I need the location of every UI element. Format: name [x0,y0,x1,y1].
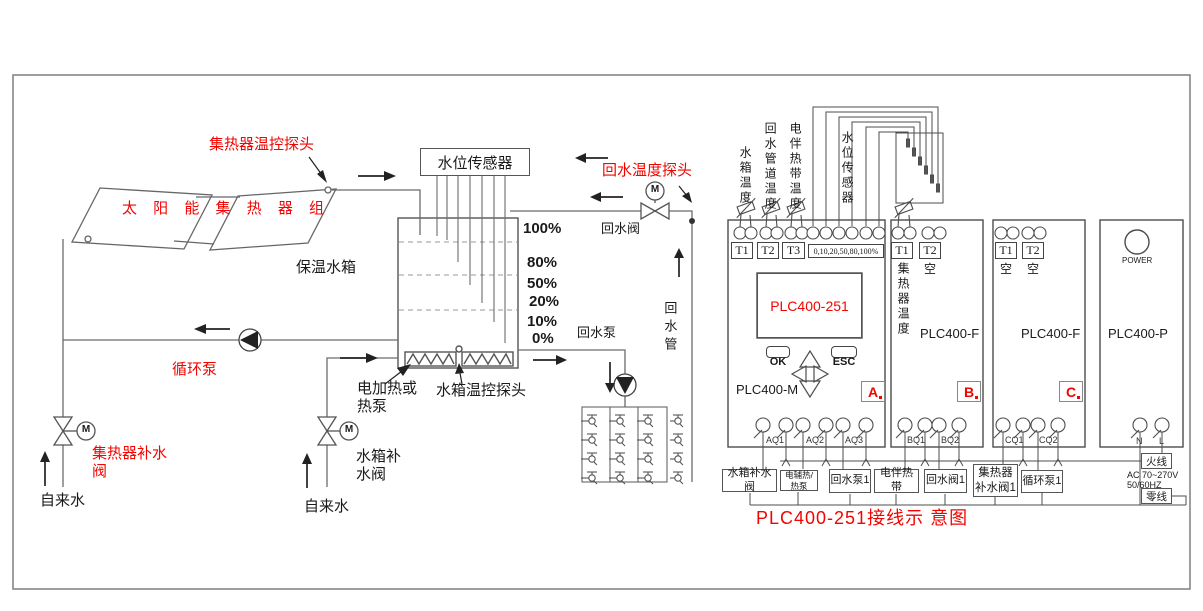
level-0: 0% [532,330,554,347]
power-label: POWER [1122,256,1153,265]
diagram-title: PLC400-251接线示 意图 [756,508,969,528]
return-pump-label: 回水泵 [577,325,617,340]
terminal-t1-b: T1 [891,242,913,259]
level-probe-wires [812,106,944,226]
b-t2-label: 空 [924,262,937,276]
esc-button [831,346,857,358]
terminal-aq3-label: AQ3 [845,435,864,445]
badge-c: C [1059,381,1083,402]
model-label-c: PLC400-F [1021,326,1081,341]
terminal-t2-a: T2 [757,242,779,259]
input-terminals [733,226,1047,240]
output-circ-pump: 循环泵1 [1021,470,1063,493]
motor-valves [52,181,670,446]
motor-icon: M [344,424,354,435]
solar-collector-shape [70,186,338,251]
terminal-aq1-label: AQ1 [766,435,785,445]
circulation-pump-label: 循环泵 [172,361,218,378]
pipes [62,189,695,487]
model-label-b: PLC400-F [920,326,980,341]
output-return-valve: 回水阀1 [924,469,967,493]
terminal-aq2-label: AQ2 [806,435,825,445]
terminal-t2-b: T2 [919,242,941,259]
terminal-l-label: L [1159,436,1165,446]
pump-symbols [238,328,637,397]
live-wire-box: 火线 [1141,453,1172,469]
output-heat-trace: 电伴热带 [874,467,919,493]
tank-probe-label: 水箱温控探头 [436,382,527,399]
return-probe-label: 回水温度探头 [602,162,693,179]
collector-probe-label: 集热器温控探头 [209,136,315,153]
pointer-arrows [308,156,692,385]
level-50: 50% [527,275,558,292]
terminal-cq1-label: CQ1 [1005,435,1024,445]
level-20: 20% [529,293,560,310]
terminal-t2-c: T2 [1022,242,1044,259]
level-100: 100% [523,220,562,237]
model-label-a: PLC400-M [736,382,799,397]
output-collector-fill-valve: 集热器补水阀1 [973,464,1018,497]
output-tank-fill-valve: 水箱补水阀 [722,467,777,493]
motor-icon: M [81,424,91,435]
output-return-pump: 回水泵1 [829,469,871,493]
badge-a: A [861,381,885,402]
ok-label: OK [769,356,787,368]
terminal-bq1-label: BQ1 [907,435,926,445]
ac-rating-line2: 50/60HZ [1127,480,1162,490]
ac-rating-line1: AC 70~270V [1127,470,1179,480]
diagram-frame [12,74,1191,590]
esc-label: ESC [832,356,856,368]
return-valve-label: 回水阀 [601,221,641,236]
terminal-n-label: N [1136,436,1143,446]
level-10: 10% [527,313,558,330]
neutral-wire-box: 零线 [1141,488,1172,504]
level-80: 80% [527,254,558,271]
level-sensor-wires [436,176,506,343]
b-t1-label: 集热器温度 [896,262,911,337]
return-pipe-label: 回水管 [662,301,678,355]
model-label-d: PLC400-P [1108,326,1168,341]
input-label-level-sensor: 水位传感器 [840,131,855,206]
tap-water-left-label: 自来水 [40,492,86,509]
heater-label: 电加热或 热泵 [357,380,418,415]
plc-screen: PLC400-251 [757,273,862,338]
flow-arrows [40,153,684,488]
ok-button [766,346,790,358]
input-label-tank-temp: 水箱温度 [738,146,753,206]
output-wiring [749,432,1187,506]
output-terminals [753,417,1170,439]
terminal-cq2-label: CQ2 [1039,435,1058,445]
c-t1-label: 空 [1000,262,1013,276]
badge-b: B [957,381,981,402]
faucet-grid [581,406,668,483]
faucet-symbols [581,414,684,485]
plc-module-frames [727,219,1184,448]
terminal-bq2-label: BQ2 [941,435,960,445]
level-sensor-box: 水位传感器 [420,148,530,176]
tank-fill-valve-label: 水箱补水阀 [356,448,402,483]
tank-label: 保温水箱 [296,259,357,276]
tap-water-right-label: 自来水 [304,498,350,515]
motor-icon: M [650,184,660,195]
thermistor-symbols [736,197,914,228]
c-t2-label: 空 [1027,262,1040,276]
collector-label: 太 阳 能 集 热 器 组 [122,200,331,217]
terminal-t1-a: T1 [731,242,753,259]
collector-fill-valve-label: 集热器补水阀 [92,445,168,480]
terminal-t1-c: T1 [995,242,1017,259]
terminal-levels: 0,10,20,50,80,100% [808,244,884,258]
input-label-heat-trace-temp: 电伴热带温度 [788,122,803,212]
dpad-arrows [790,349,830,399]
input-label-return-pipe-temp: 回水管道温度 [763,122,778,212]
output-aux-heat: 电辅热/热泵 [780,470,818,491]
terminal-t3-a: T3 [782,242,805,259]
